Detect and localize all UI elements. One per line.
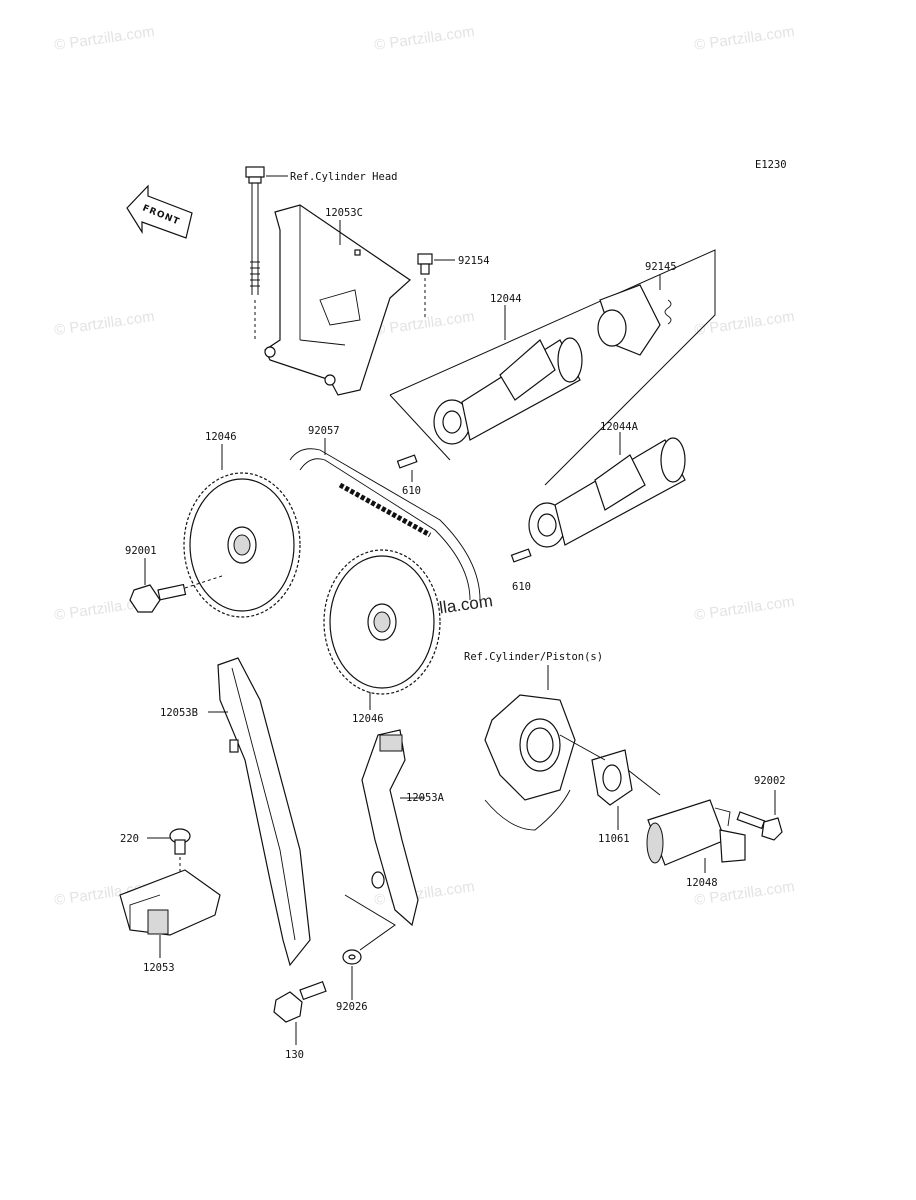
camshaft-12044a: [528, 437, 686, 548]
pin-610-b: [510, 548, 532, 563]
sprocket-12046-bottom: [323, 549, 441, 695]
label-12046-bottom: 12046: [352, 713, 384, 725]
decompressor-92145: [597, 284, 672, 356]
label-12053c: 12053C: [325, 207, 363, 219]
label-12044: 12044: [490, 293, 522, 305]
cam-chain-92057: [289, 448, 481, 601]
label-12046-top: 12046: [205, 431, 237, 443]
bolt-130: [273, 981, 327, 1023]
watermark: © Partzilla.com: [693, 308, 795, 339]
camshaft-12044: [433, 337, 583, 445]
pin-610-a: [396, 454, 418, 469]
bracket-12053c: [264, 204, 411, 396]
watermark: © Partzilla.com: [53, 23, 155, 54]
sprocket-12046-top: [183, 472, 301, 618]
label-ref-cylinder-head: Ref.Cylinder Head: [290, 171, 397, 183]
diagram-code: E1230: [755, 159, 787, 171]
chain-guide-12053a: [361, 729, 419, 927]
label-92145: 92145: [645, 261, 677, 273]
chain-guide-12053b: [217, 657, 311, 967]
watermark: © Partzilla.com: [373, 308, 475, 339]
tensioner-12048: [646, 799, 746, 866]
label-11061: 11061: [598, 833, 630, 845]
label-92154: 92154: [458, 255, 490, 267]
label-92002: 92002: [754, 775, 786, 787]
front-arrow-icon: FRONT: [126, 184, 193, 239]
label-610-a: 610: [402, 485, 421, 497]
bolt-92154: [417, 253, 433, 320]
gasket-11061: [591, 749, 633, 806]
screw-220: [169, 828, 191, 875]
label-92026: 92026: [336, 1001, 368, 1013]
watermark: © Partzilla.com: [53, 308, 155, 339]
label-12053: 12053: [143, 962, 175, 974]
cylinder-head-bolt: [245, 166, 265, 340]
label-130: 130: [285, 1049, 304, 1061]
watermark: © Partzilla.com: [693, 23, 795, 54]
bolt-92002: [736, 811, 783, 841]
guide-12053: [119, 869, 221, 936]
bolt-92001: [129, 574, 226, 613]
cylinder-outline: [484, 694, 576, 831]
label-92001: 92001: [125, 545, 157, 557]
label-610-b: 610: [512, 581, 531, 593]
label-220: 220: [120, 833, 139, 845]
label-ref-cylinder-piston: Ref.Cylinder/Piston(s): [464, 651, 603, 663]
label-12044a: 12044A: [600, 421, 639, 433]
label-12053b: 12053B: [160, 707, 198, 719]
label-92057: 92057: [308, 425, 340, 437]
watermark: © Partzilla.com: [693, 593, 795, 624]
label-12048: 12048: [686, 877, 718, 889]
washer-92026: [342, 949, 362, 965]
watermark: © Partzilla.com: [373, 23, 475, 54]
label-12053a: 12053A: [406, 792, 445, 804]
